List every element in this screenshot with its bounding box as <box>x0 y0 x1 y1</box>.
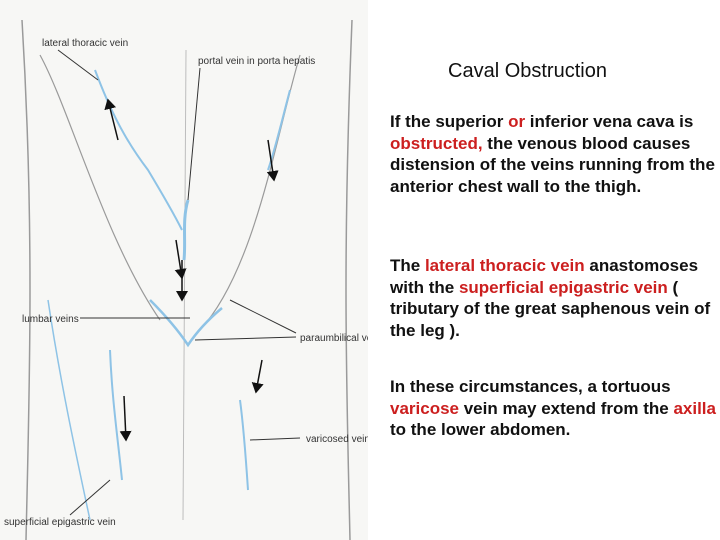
left-ribcage-curve <box>39 54 161 321</box>
torso-left-outline <box>21 19 31 540</box>
paragraph-varicose: In these circumstances, a tortuous varic… <box>390 376 716 441</box>
torso-right-outline <box>345 19 353 540</box>
text-segment: In these circumstances, a tortuous <box>390 377 671 396</box>
flow-arrow <box>251 359 264 394</box>
label-paraumbilical-vein: paraumbilical vein <box>300 333 368 344</box>
label-lumbar-veins: lumbar veins <box>22 314 79 325</box>
left-lower-vein <box>109 349 123 481</box>
text-segment: anastomoses with the <box>390 256 699 297</box>
leader-line-portal <box>187 67 201 201</box>
leader-line-varicosed <box>249 437 301 441</box>
highlighted-term: lateral thoracic vein <box>424 256 585 275</box>
text-segment: inferior vena cava is <box>525 112 694 131</box>
anatomy-figure: lateral thoracic vein portal vein in por… <box>4 19 368 540</box>
paragraph-obstruction: If the superior or inferior vena cava is… <box>390 111 716 197</box>
portal-vein <box>182 199 190 261</box>
highlighted-term: axilla <box>673 398 716 418</box>
right-upper-vein <box>267 89 291 171</box>
slide-title: Caval Obstruction <box>448 60 607 82</box>
leader-line-superficial-epigastric <box>69 479 111 516</box>
superficial-epigastric-vein <box>47 299 91 521</box>
midline <box>182 49 187 521</box>
paragraph-anastomosis: The lateral thoracic vein anastomoses wi… <box>390 255 716 341</box>
leader-line-lateral-thoracic <box>57 49 99 81</box>
label-portal-vein: portal vein in porta hepatis <box>198 56 315 67</box>
flow-arrow <box>119 395 132 442</box>
anatomy-illustration: lateral thoracic vein portal vein in por… <box>4 19 368 540</box>
highlighted-term: or <box>508 112 526 131</box>
text-segment: vein may extend from the <box>459 398 674 418</box>
flow-arrow <box>104 98 119 141</box>
highlighted-term: varicose <box>390 398 459 418</box>
highlighted-term: superficial epigastric vein <box>458 277 668 297</box>
leader-line-paraumbilical-2 <box>194 336 297 341</box>
label-varicosed-vein: varicosed vein <box>306 434 368 445</box>
label-lateral-thoracic-vein: lateral thoracic vein <box>42 38 128 49</box>
highlighted-term: obstructed, <box>390 133 483 153</box>
varicosed-vein <box>239 399 249 491</box>
paraumbilical-vein <box>149 299 223 348</box>
label-superficial-epigastric-vein: superficial epigastric vein <box>4 517 116 528</box>
leader-line-paraumbilical-1 <box>229 299 297 334</box>
text-segment: to the lower abdomen. <box>390 420 571 439</box>
text-segment: ( tributary of the great saphenous vein … <box>390 277 711 340</box>
flow-arrow <box>266 139 279 182</box>
lateral-thoracic-vein <box>94 69 183 231</box>
text-segment: The <box>390 256 425 275</box>
text-segment: the venous blood causes distension of th… <box>390 133 715 196</box>
flow-arrow <box>174 239 187 280</box>
right-ribcage-curve <box>199 54 301 331</box>
text-segment: If the superior <box>390 112 509 131</box>
